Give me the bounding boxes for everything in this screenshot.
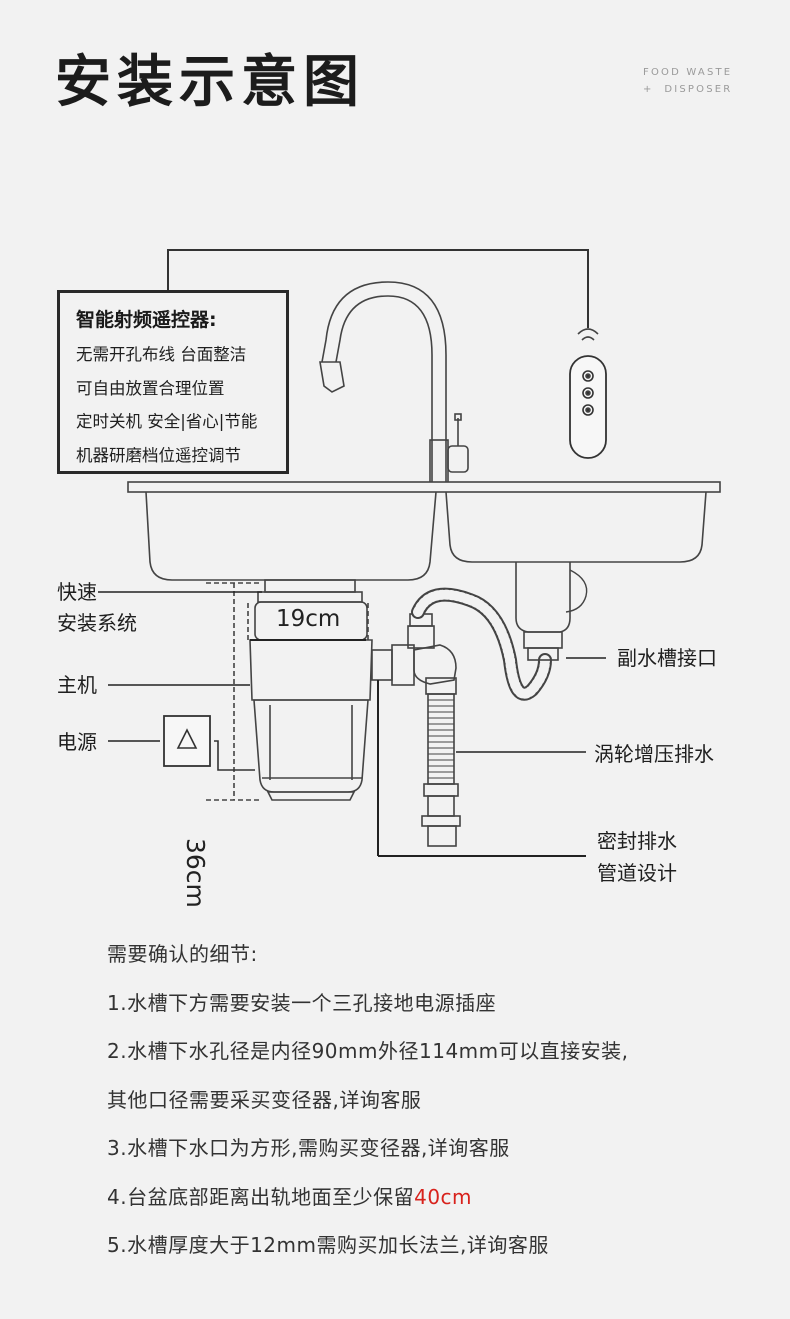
callout-line: 定时关机 安全|省心|节能	[76, 412, 258, 431]
tee-junction	[407, 613, 457, 695]
label-power: 电源	[57, 730, 97, 754]
sink-bowl-left	[145, 491, 437, 581]
installation-diagram	[98, 249, 721, 857]
turbo-drain-pipe	[421, 693, 586, 847]
remote-feature-callout: 智能射频遥控器: 无需开孔布线 台面整洁 可自由放置合理位置 定时关机 安全|省…	[57, 290, 289, 474]
width-dimension-label: 19cm	[276, 606, 341, 632]
label-turbo-drain: 涡轮增压排水	[594, 742, 714, 766]
label-main-unit: 主机	[57, 673, 97, 697]
notes-section: 需要确认的细节: 1.水槽下方需要安装一个三孔接地电源插座 2.水槽下水孔径是内…	[107, 939, 629, 1279]
note-item: 2.水槽下水孔径是内径90mm外径114mm可以直接安装,	[107, 1039, 629, 1063]
power-socket-icon	[108, 715, 255, 771]
label-quick-install-1: 快速	[57, 580, 97, 604]
height-dimension-label: 36cm	[181, 838, 210, 908]
remote-control-icon	[569, 328, 607, 459]
drain-outlet	[371, 644, 586, 857]
callout-line: 机器研磨档位遥控调节	[76, 445, 241, 465]
brand-tagline: FOOD WASTE + DISPOSER	[643, 64, 732, 98]
callout-line: 可自由放置合理位置	[76, 378, 225, 398]
note-item: 3.水槽下水口为方形,需购买变径器,详询客服	[107, 1136, 510, 1160]
label-sub-sink: 副水槽接口	[617, 646, 717, 670]
label-sealed-1: 密封排水	[597, 829, 677, 853]
callout-line: 无需开孔布线 台面整洁	[76, 345, 247, 364]
note-item: 1.水槽下方需要安装一个三孔接地电源插座	[107, 990, 497, 1015]
note-item-4: 4.台盆底部距离出轨地面至少保留40cm	[107, 1182, 629, 1231]
brand-line-1: FOOD WASTE	[643, 67, 733, 78]
sub-sink-connector	[515, 562, 606, 661]
label-sealed-2: 管道设计	[597, 861, 677, 885]
note-4-highlight: 40cm	[414, 1184, 473, 1209]
notes-heading: 需要确认的细节:	[107, 942, 258, 966]
pipe-ribs	[428, 699, 454, 779]
brand-line-2: + DISPOSER	[643, 84, 733, 95]
note-item: 其他口径需要采买变径器,详询客服	[107, 1087, 422, 1112]
page-title: 安装示意图	[55, 50, 365, 115]
sink-rim	[127, 481, 721, 493]
faucet-icon	[319, 281, 469, 489]
sink-bowl-right	[445, 491, 707, 563]
label-quick-install-2: 安装系统	[57, 611, 137, 635]
remote-connector-line	[167, 249, 589, 328]
note-item: 5.水槽厚度大于12mm需购买加长法兰,详询客服	[107, 1233, 549, 1257]
callout-heading: 智能射频遥控器:	[76, 309, 217, 331]
note-4-text: 4.台盆底部距离出轨地面至少保留	[107, 1184, 415, 1209]
